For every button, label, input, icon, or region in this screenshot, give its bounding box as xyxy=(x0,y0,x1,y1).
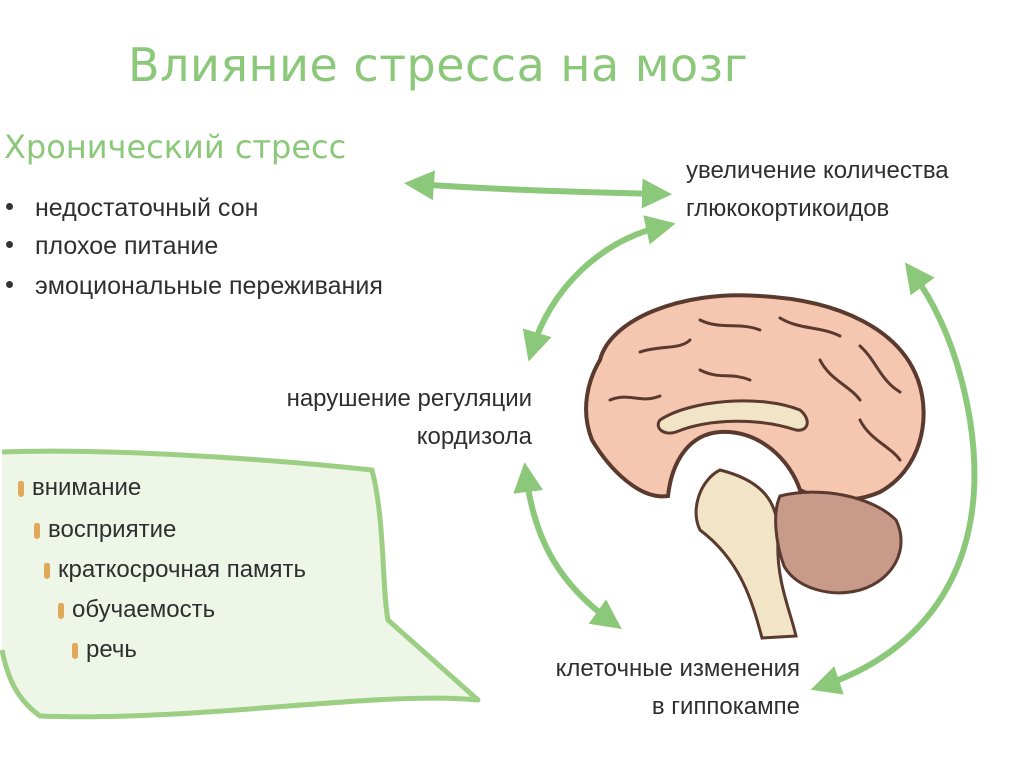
chronic-stress-heading: Хронический стресс xyxy=(4,128,347,166)
arrow-stress-to-glucocorticoids xyxy=(404,170,672,209)
node-glucocorticoids-line1: увеличение количества xyxy=(686,157,949,184)
cause-item: плохое питание xyxy=(0,232,218,261)
cause-item-label: плохое питание xyxy=(35,232,219,260)
cause-item: недостаточный сон xyxy=(0,194,258,223)
cerebellum xyxy=(774,490,903,595)
brain-illustration xyxy=(584,293,926,640)
effect-item: восприятие xyxy=(34,516,176,544)
effects-callout-outline xyxy=(0,448,481,720)
brainstem xyxy=(694,468,798,640)
node-cortisol-line1: нарушение регуляции xyxy=(286,385,532,412)
decrease-marker-icon xyxy=(34,522,40,539)
effect-item-label: обучаемость xyxy=(72,596,216,623)
cause-item-label: недостаточный сон xyxy=(35,194,259,222)
effect-item-label: речь xyxy=(86,636,137,663)
decrease-marker-icon xyxy=(18,480,24,497)
effect-item: речь xyxy=(72,636,137,664)
node-hippocampus: клеточные изменения в гиппокампе xyxy=(460,650,800,726)
decrease-marker-icon xyxy=(72,642,78,659)
bullet-icon xyxy=(6,203,13,211)
decrease-marker-icon xyxy=(44,562,50,579)
page-title: Влияние стресса на мозг xyxy=(128,38,749,92)
arrow-cortisol-to-hippocampus xyxy=(513,462,622,629)
node-cortisol: нарушение регуляции кордизола xyxy=(200,380,532,456)
node-glucocorticoids: увеличение количества глюкокортикоидов xyxy=(686,152,949,228)
effect-item-label: внимание xyxy=(32,474,142,501)
cause-item-label: эмоциональные переживания xyxy=(35,272,383,300)
node-hippocampus-line1: клеточные изменения xyxy=(555,655,800,682)
effect-item: обучаемость xyxy=(58,596,215,624)
effect-item-label: краткосрочная память xyxy=(58,556,307,583)
cause-item: эмоциональные переживания xyxy=(0,272,383,301)
arrow-hippocampus-to-glucocorticoids xyxy=(810,262,978,695)
effect-item: внимание xyxy=(18,474,141,502)
arrow-glucocorticoids-to-cortisol xyxy=(522,215,676,362)
node-glucocorticoids-line2: глюкокортикоидов xyxy=(686,195,890,222)
bullet-icon xyxy=(6,241,13,249)
node-cortisol-line2: кордизола xyxy=(416,423,532,450)
corpus-callosum xyxy=(656,399,809,435)
bullet-icon xyxy=(6,281,13,289)
decrease-marker-icon xyxy=(58,602,64,619)
effect-item-label: восприятие xyxy=(48,516,177,543)
node-hippocampus-line2: в гиппокампе xyxy=(651,693,800,720)
effect-item: краткосрочная память xyxy=(44,556,306,584)
